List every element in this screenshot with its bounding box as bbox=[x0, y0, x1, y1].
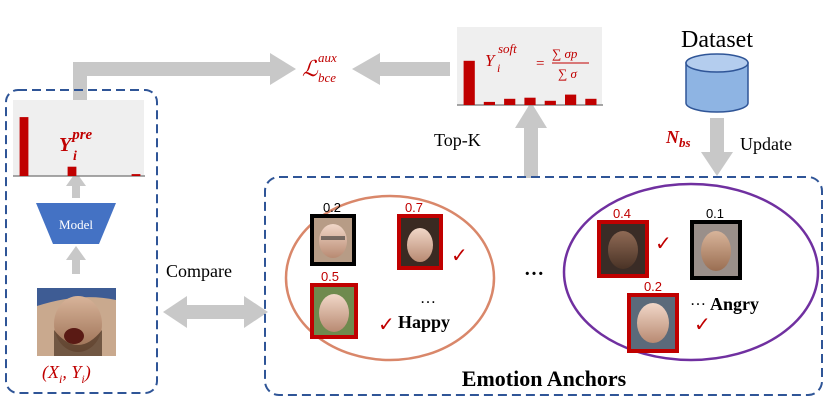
soft-histogram-bar-1 bbox=[483, 101, 495, 105]
arrow-soft-to-loss-shaft bbox=[378, 62, 450, 76]
anchor-face bbox=[407, 228, 433, 262]
anchor-score: 0.2 bbox=[644, 279, 662, 294]
soft-histogram-bar-2 bbox=[504, 98, 516, 105]
y-soft-equals: = bbox=[536, 56, 544, 72]
top-k-label: Top-K bbox=[434, 130, 481, 150]
arrow-topk-head bbox=[515, 102, 547, 128]
pre-histogram-bar-3 bbox=[67, 166, 77, 176]
arrow-compare-head-left bbox=[163, 296, 187, 328]
model-trapezoid bbox=[36, 203, 116, 244]
arrow-compare-head-right bbox=[244, 296, 268, 328]
pre-histogram-bar-7 bbox=[131, 174, 141, 176]
check-icon: ✓ bbox=[378, 314, 395, 336]
cylinder-body bbox=[685, 62, 749, 113]
pre-bars bbox=[19, 117, 141, 176]
n-bs-label: Nbs bbox=[665, 127, 691, 150]
anchor-face bbox=[319, 224, 347, 258]
arrow-update-shaft bbox=[710, 118, 724, 154]
anchor-score: 0.7 bbox=[405, 200, 423, 215]
anchor-face bbox=[319, 294, 349, 332]
soft-histogram-bar-5 bbox=[565, 94, 577, 105]
anchor-frame bbox=[397, 214, 443, 270]
y-soft-denominator: ∑ σ bbox=[558, 66, 578, 81]
angry-cluster-ellipsis: … bbox=[690, 292, 706, 309]
arrow-compare-shaft bbox=[184, 305, 246, 319]
anchor-score: 0.2 bbox=[323, 200, 341, 215]
y-soft-numerator: ∑ σp bbox=[552, 46, 578, 61]
anchor-frame bbox=[690, 220, 742, 280]
happy-label: Happy bbox=[398, 312, 450, 332]
check-icon: ✓ bbox=[655, 233, 672, 255]
anchor-face bbox=[608, 231, 638, 269]
anchor-score: 0.1 bbox=[706, 206, 724, 221]
anchor-happy-3: 0.5 ✓ bbox=[310, 269, 395, 339]
arrow-model-to-pre-head bbox=[66, 172, 86, 186]
flow-arrows bbox=[66, 53, 733, 328]
check-icon: ✓ bbox=[451, 245, 468, 267]
anchor-face bbox=[701, 231, 731, 271]
angry-label: Angry bbox=[710, 294, 759, 314]
soft-histogram-bar-3 bbox=[524, 97, 536, 105]
arrow-input-to-model-head bbox=[66, 246, 86, 260]
arrow-topk-shaft bbox=[524, 126, 538, 178]
anchor-angry-3: 0.2 ✓ bbox=[627, 279, 711, 353]
anchor-frame bbox=[310, 283, 358, 339]
anchor-frame bbox=[597, 220, 649, 278]
anchor-angry-1: 0.4 ✓ bbox=[597, 206, 672, 278]
anchor-happy-1: 0.2 bbox=[310, 200, 356, 266]
model-label: Model bbox=[59, 217, 93, 232]
anchor-face-glasses bbox=[321, 236, 345, 240]
anchor-frame bbox=[310, 214, 356, 266]
arrow-input-to-model-shaft bbox=[72, 256, 80, 274]
happy-cluster-ellipsis: … bbox=[420, 290, 436, 307]
anchor-face bbox=[637, 303, 669, 343]
left-dashed-box bbox=[5, 89, 158, 394]
emotion-anchors-title: Emotion Anchors bbox=[462, 366, 627, 391]
arrow-soft-to-loss-head bbox=[352, 53, 380, 85]
arrow-left-up-head bbox=[270, 53, 296, 85]
compare-label: Compare bbox=[166, 261, 232, 281]
soft-histogram-bar-0 bbox=[463, 60, 475, 105]
update-label: Update bbox=[740, 134, 792, 154]
anchor-angry-2: 0.1 bbox=[690, 206, 742, 280]
arrow-update-head bbox=[701, 152, 733, 176]
anchor-score: 0.4 bbox=[613, 206, 631, 221]
pre-histogram-panel bbox=[13, 100, 144, 176]
input-face-beard bbox=[54, 330, 102, 356]
middle-ellipsis: … bbox=[524, 258, 544, 280]
arrow-left-up-horizontal bbox=[73, 62, 271, 76]
input-label: (Xi, Yi) bbox=[42, 362, 91, 386]
anchor-frame bbox=[627, 293, 679, 353]
happy-cluster-ellipse bbox=[284, 194, 496, 362]
soft-histogram-panel bbox=[457, 27, 602, 105]
cylinder-top bbox=[685, 53, 749, 73]
arrow-model-to-pre-shaft bbox=[72, 182, 80, 198]
emotion-anchors-box bbox=[264, 176, 823, 396]
check-icon: ✓ bbox=[694, 314, 711, 336]
anchor-happy-2: 0.7 ✓ bbox=[397, 200, 468, 270]
soft-histogram-bar-4 bbox=[544, 100, 556, 105]
input-face-image bbox=[37, 288, 116, 356]
dataset-label: Dataset bbox=[681, 27, 753, 53]
soft-bars bbox=[463, 60, 597, 105]
anchor-score: 0.5 bbox=[321, 269, 339, 284]
input-face-mouth bbox=[64, 328, 84, 344]
angry-cluster-ellipse bbox=[562, 182, 820, 362]
model-block: Model bbox=[36, 203, 116, 244]
soft-histogram-bar-6 bbox=[585, 98, 597, 105]
pre-histogram-bar-0 bbox=[19, 117, 29, 176]
dataset-cylinder-icon bbox=[685, 53, 749, 113]
